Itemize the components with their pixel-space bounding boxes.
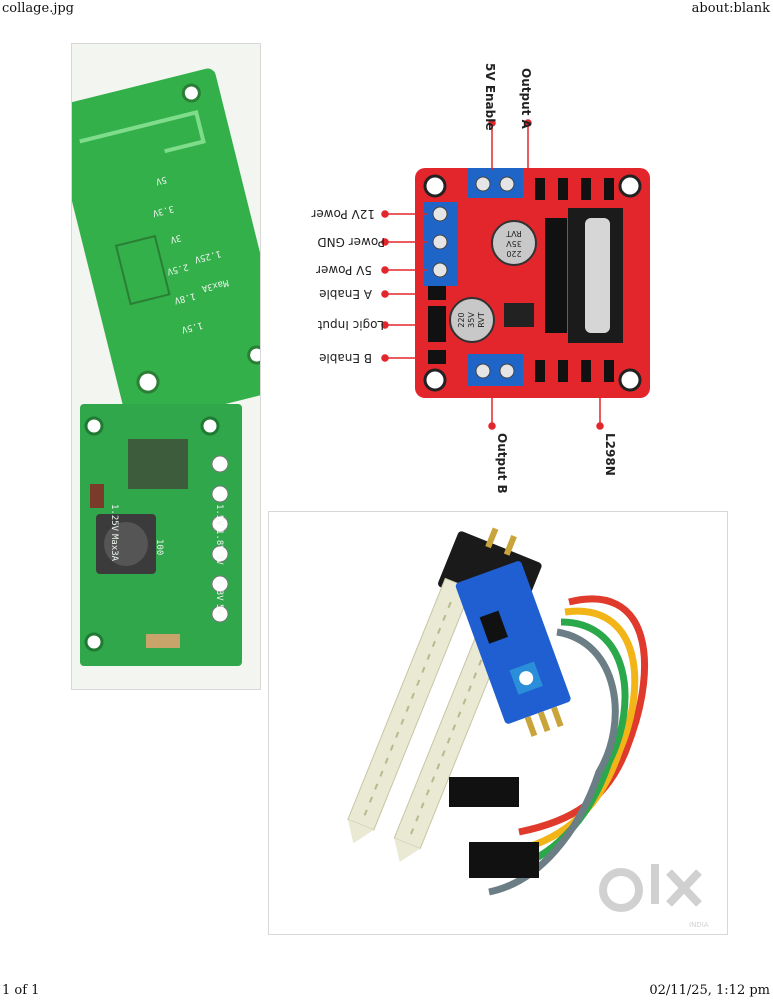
label-5v-power: 5V Power [316, 263, 372, 277]
upper-label-6: 5V [154, 174, 167, 186]
cap2-volt: 35V [467, 312, 476, 328]
lower-label-min: 1.25V [109, 504, 119, 532]
print-footer-datetime: 02/11/25, 1:12 pm [649, 983, 770, 998]
lower-label-5: 5V [214, 604, 224, 615]
watermark-sub: INDIA [689, 921, 709, 929]
label-a-enable: A Enable [319, 287, 372, 301]
l298n-image: 220 35V RVT 220 35V RVT [311, 63, 650, 494]
label-output-a: Output A [519, 68, 533, 130]
cap2-brand: RVT [477, 312, 486, 328]
soil-sensor-image: INDIA [347, 527, 709, 929]
label-l298n: L298N [603, 433, 617, 476]
label-logic-input: Logic Input [317, 318, 384, 332]
label-12v-power: 12V Power [311, 207, 375, 221]
label-output-b: Output B [495, 433, 509, 494]
upper-label-4: 3V [169, 232, 182, 244]
buck-module-photo: 1.5V 1.8V 2.5V 3V 3.3V 5V Max3A 1.25V [71, 43, 261, 690]
cap1-volt: 35V [506, 239, 522, 248]
cap1-brand: RVT [506, 229, 522, 238]
lower-label-max: Max3A [109, 534, 119, 562]
lower-label-4: 3.3V [214, 579, 224, 601]
print-footer-pages: 1 of 1 [2, 983, 40, 998]
print-header-filename: collage.jpg [2, 1, 74, 16]
buck-module-image: 1.5V 1.8V 2.5V 3V 3.3V 5V Max3A 1.25V [72, 44, 260, 689]
inductor-label: 100 [154, 539, 164, 555]
label-power-gnd: Power GND [317, 235, 385, 249]
lower-label-2: 1.8V [214, 529, 224, 551]
cap1-val: 220 [506, 249, 521, 258]
lower-label-1: 1.5V [214, 504, 224, 526]
label-5v-enable: 5V Enable [483, 63, 497, 131]
l298n-driver-photo: 220 35V RVT 220 35V RVT [300, 58, 690, 503]
label-b-enable: B Enable [319, 351, 372, 365]
cap2-val: 220 [457, 312, 466, 327]
print-header-url: about:blank [691, 1, 770, 16]
lower-label-3: 3V [214, 554, 224, 565]
soil-sensor-photo: INDIA [268, 511, 728, 935]
